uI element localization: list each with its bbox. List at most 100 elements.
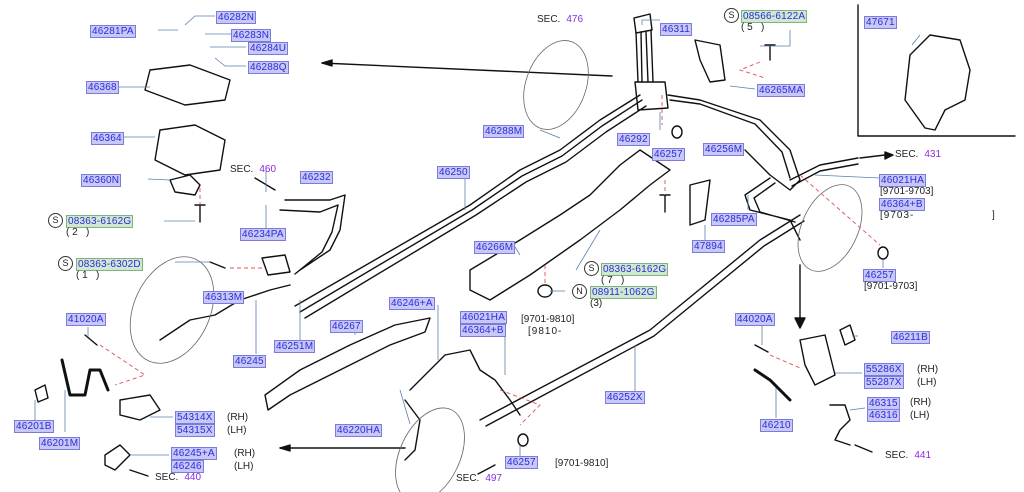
harness-lines [635, 29, 654, 83]
part-label-44020A[interactable]: 44020A [735, 313, 775, 326]
part-label-46021HA[interactable]: 46021HA [879, 174, 927, 187]
part-label-08363-6302D[interactable]: 08363-6302D [76, 258, 143, 271]
pipe-loop-497 [404, 399, 421, 461]
pipe-46246A [409, 349, 521, 416]
section-link-497[interactable]: SEC.497 [456, 473, 502, 485]
cover-47671 [904, 34, 971, 131]
section-link-460[interactable]: SEC.460 [230, 164, 276, 176]
part-label-46364+B[interactable]: 46364+B [460, 324, 506, 337]
part-label-46232[interactable]: 46232 [300, 171, 333, 184]
part-label-46292[interactable]: 46292 [617, 133, 650, 146]
part-label-08363-6162G[interactable]: 08363-6162G [66, 215, 134, 228]
part-label-46265MA[interactable]: 46265MA [757, 84, 806, 97]
part-label-46245[interactable]: 46245 [233, 355, 266, 368]
part-label-46250[interactable]: 46250 [437, 166, 470, 179]
section-link-431[interactable]: SEC.431 [895, 149, 941, 161]
part-label-46211B[interactable]: 46211B [891, 331, 930, 344]
part-label-46368[interactable]: 46368 [86, 81, 119, 94]
part-label-46252X[interactable]: 46252X [605, 391, 645, 404]
pipe-right [789, 157, 859, 187]
part-label-46256M[interactable]: 46256M [703, 143, 745, 156]
part-label-46360N[interactable]: 46360N [81, 174, 122, 187]
bolt-08566 [764, 44, 776, 61]
arrow-sec460 [254, 177, 276, 191]
date-range-note: [9701-9703] [864, 281, 918, 292]
block-46313M [261, 254, 291, 276]
part-label-46220HA[interactable]: 46220HA [335, 424, 383, 437]
module-46292 [634, 81, 669, 111]
part-label-08363-6162G[interactable]: 08363-6162G [601, 263, 669, 276]
standard-part-icon: S [724, 8, 739, 23]
rail-46266M [469, 149, 671, 301]
part-label-46246+A[interactable]: 46246+A [389, 297, 435, 310]
side-note-lh: (LH) [234, 461, 254, 472]
part-label-54314X[interactable]: 54314X [175, 411, 215, 424]
mount-46257a [671, 125, 683, 139]
part-label-46267[interactable]: 46267 [330, 320, 363, 333]
quantity: ( 2 ) [66, 227, 90, 238]
sec-number: 460 [259, 164, 277, 175]
part-label-41020A[interactable]: 41020A [66, 313, 106, 326]
part-label-46201B[interactable]: 46201B [14, 420, 54, 433]
part-label-46021HA[interactable]: 46021HA [460, 311, 508, 324]
wheel-outline-3 [797, 184, 863, 272]
part-label-54315X[interactable]: 54315X [175, 424, 215, 437]
standard-part-icon: S [584, 261, 599, 276]
sec-label: SEC. [155, 472, 179, 483]
sec-number: 440 [184, 472, 202, 483]
section-link-441[interactable]: SEC.441 [885, 450, 931, 462]
connector-46311 [633, 13, 653, 34]
section-link-440[interactable]: SEC. 440 [155, 472, 201, 484]
side-note-lh: (LH) [227, 425, 247, 436]
part-label-46266M[interactable]: 46266M [474, 241, 516, 254]
part-label-46257[interactable]: 46257 [505, 456, 538, 469]
sec-label: SEC. [456, 473, 480, 484]
sec-number: 441 [914, 450, 932, 461]
part-label-46311[interactable]: 46311 [660, 23, 693, 36]
part-label-47894[interactable]: 47894 [692, 240, 725, 253]
part-label-46285PA[interactable]: 46285PA [711, 213, 757, 226]
part-label-47671[interactable]: 47671 [864, 16, 897, 29]
part-label-46246[interactable]: 46246 [171, 460, 204, 473]
arrow-head-top [321, 59, 333, 67]
sec-label: SEC. [537, 14, 561, 25]
arrow-sec497 [477, 464, 496, 475]
part-label-46288Q[interactable]: 46288Q [248, 61, 289, 74]
bolt-44020A [754, 344, 769, 353]
pipe-46250 [294, 94, 647, 319]
date-range-close: ] [992, 210, 995, 221]
part-label-46201M[interactable]: 46201M [39, 437, 81, 450]
wheel-outline-4 [395, 407, 465, 492]
bolt-08363-a [194, 204, 206, 223]
part-label-08911-1062G[interactable]: 08911-1062G [590, 286, 657, 299]
part-label-55286X[interactable]: 55286X [864, 363, 904, 376]
part-label-46316[interactable]: 46316 [867, 409, 900, 422]
part-label-46364+B[interactable]: 46364+B [879, 198, 925, 211]
rail-46267 [264, 317, 431, 411]
part-label-46288M[interactable]: 46288M [483, 125, 525, 138]
bracket-46265MA [694, 39, 726, 83]
bracket-46360N [169, 174, 201, 196]
part-label-46283N[interactable]: 46283N [231, 29, 272, 42]
part-label-46257[interactable]: 46257 [863, 269, 896, 282]
part-label-46245+A[interactable]: 46245+A [171, 447, 217, 460]
part-label-55287X[interactable]: 55287X [864, 376, 904, 389]
side-note-rh: (RH) [910, 397, 932, 408]
part-label-46284U[interactable]: 46284U [248, 42, 289, 55]
part-label-08566-6122A[interactable]: 08566-6122A [741, 10, 808, 23]
part-label-46281PA[interactable]: 46281PA [90, 25, 136, 38]
section-link-476[interactable]: SEC. 476 [537, 14, 583, 26]
arrow-line-top [321, 62, 613, 77]
part-label-46364[interactable]: 46364 [91, 132, 124, 145]
sec-number: 476 [566, 14, 584, 25]
part-label-46210[interactable]: 46210 [760, 419, 793, 432]
date-range-note: [9701-9810] [521, 314, 575, 325]
part-label-46234PA[interactable]: 46234PA [240, 228, 286, 241]
part-label-46313M[interactable]: 46313M [203, 291, 245, 304]
part-label-46282N[interactable]: 46282N [216, 11, 257, 24]
pipe-46252X [479, 214, 805, 427]
part-label-46257[interactable]: 46257 [652, 148, 685, 161]
pipe-46245A-small [104, 444, 131, 471]
part-label-46251M[interactable]: 46251M [274, 340, 316, 353]
